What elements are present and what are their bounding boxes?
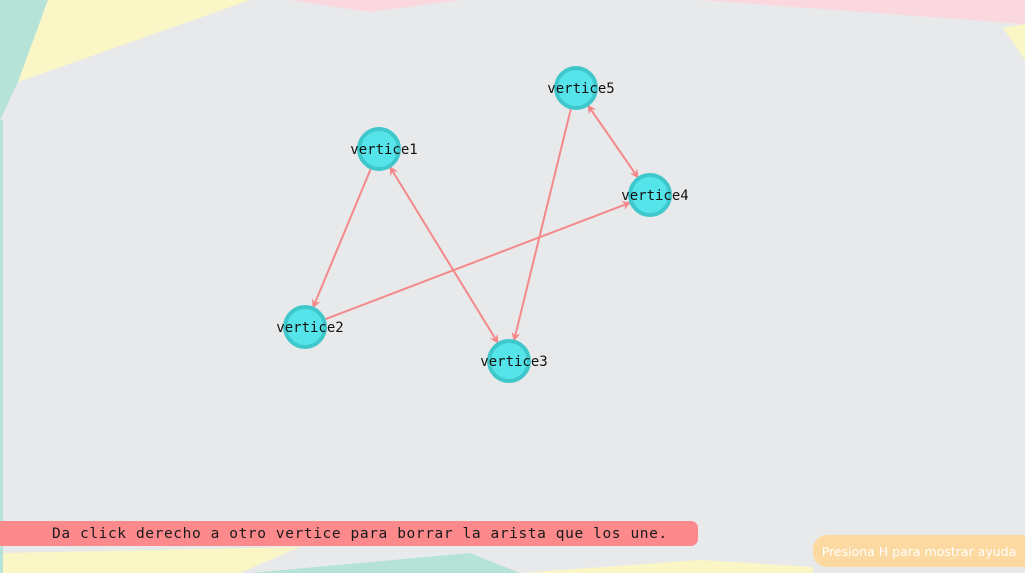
graph-node-vertice5[interactable]: vertice5 [547, 66, 615, 110]
edge-vertice5-vertice3[interactable] [511, 108, 572, 342]
edge-vertice2-vertice4[interactable] [324, 201, 632, 321]
node-label: vertice5 [547, 81, 614, 97]
node-circle[interactable] [628, 173, 672, 217]
status-message-text: Da click derecho a otro vertice para bor… [52, 525, 668, 542]
edge-vertice5-vertice4[interactable] [587, 104, 639, 179]
graph-node-vertice3[interactable]: vertice3 [480, 339, 548, 383]
node-circle[interactable] [357, 127, 401, 171]
graph-node-vertice4[interactable]: vertice4 [621, 173, 689, 217]
node-label: vertice2 [276, 320, 343, 336]
node-label: vertice1 [350, 142, 417, 158]
node-label: vertice4 [621, 188, 688, 204]
node-circle[interactable] [554, 66, 598, 110]
node-circle[interactable] [487, 339, 531, 383]
edge-vertice1-vertice2[interactable] [312, 168, 372, 309]
edge-vertice1-vertice3[interactable] [389, 166, 499, 344]
node-label: vertice3 [480, 354, 547, 370]
graph-node-vertice2[interactable]: vertice2 [276, 305, 344, 349]
graph-node-vertice1[interactable]: vertice1 [350, 127, 418, 171]
status-message-bar: Da click derecho a otro vertice para bor… [0, 521, 698, 546]
help-hint-text: Presiona H para mostrar ayuda [821, 543, 1017, 559]
help-hint-badge: Presiona H para mostrar ayuda [813, 535, 1025, 567]
node-circle[interactable] [283, 305, 327, 349]
